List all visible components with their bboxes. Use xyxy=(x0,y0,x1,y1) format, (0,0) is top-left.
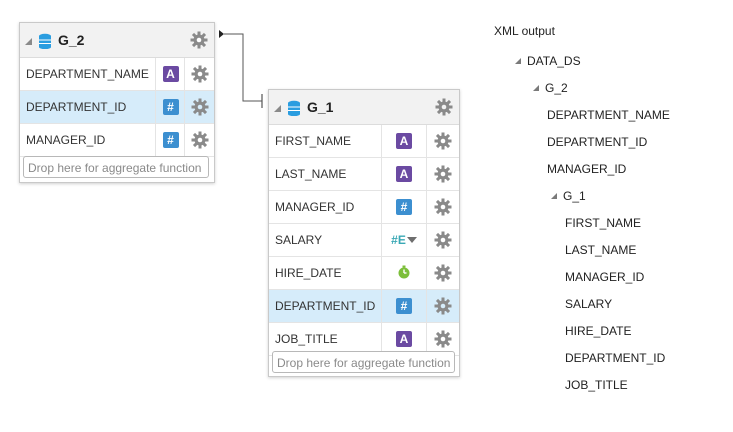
gear-icon[interactable] xyxy=(426,257,459,289)
type-cell[interactable]: # xyxy=(155,124,185,156)
column-row[interactable]: HIRE_DATE xyxy=(269,257,459,290)
tree-leaf: JOB_TITLE xyxy=(565,378,628,392)
database-icon xyxy=(38,33,52,52)
expand-icon[interactable] xyxy=(551,193,557,199)
gear-icon[interactable] xyxy=(426,191,459,223)
number-type-icon: # xyxy=(396,199,412,215)
tree-leaf: DEPARTMENT_ID xyxy=(565,351,666,365)
column-name: DEPARTMENT_ID xyxy=(275,299,376,313)
column-row[interactable]: SALARY #E xyxy=(269,224,459,257)
collapse-icon[interactable] xyxy=(274,105,281,112)
gear-icon[interactable] xyxy=(184,58,214,90)
column-row[interactable]: DEPARTMENT_ID # xyxy=(20,91,214,124)
gear-icon[interactable] xyxy=(426,125,459,157)
type-cell[interactable]: # xyxy=(381,191,426,223)
tree-leaf: DEPARTMENT_ID xyxy=(547,135,648,149)
type-cell[interactable]: # xyxy=(381,290,426,322)
date-type-icon xyxy=(396,264,412,283)
tree-leaf: HIRE_DATE xyxy=(565,324,632,338)
gear-icon[interactable] xyxy=(426,158,459,190)
tree-node-label: G_1 xyxy=(563,189,586,203)
type-cell[interactable]: A xyxy=(381,323,426,355)
column-name: FIRST_NAME xyxy=(275,134,352,148)
column-name: LAST_NAME xyxy=(275,167,347,181)
tree-leaf: FIRST_NAME xyxy=(565,216,642,230)
column-name: DEPARTMENT_NAME xyxy=(26,67,149,81)
expand-icon[interactable] xyxy=(515,58,521,64)
column-row[interactable]: DEPARTMENT_NAME A xyxy=(20,58,214,91)
gear-icon[interactable] xyxy=(184,124,214,156)
column-name: DEPARTMENT_ID xyxy=(26,100,127,114)
column-name: MANAGER_ID xyxy=(26,133,106,147)
gear-icon[interactable] xyxy=(426,290,459,322)
xml-output-title: XML output xyxy=(494,24,555,38)
tree-leaf: LAST_NAME xyxy=(565,243,637,257)
column-name: MANAGER_ID xyxy=(275,200,355,214)
column-row[interactable]: LAST_NAME A xyxy=(269,158,459,191)
aggregate-drop-zone[interactable]: Drop here for aggregate function xyxy=(23,156,209,178)
expand-icon[interactable] xyxy=(533,85,539,91)
type-cell[interactable]: A xyxy=(155,58,185,90)
text-type-icon: A xyxy=(396,133,412,149)
tree-node-group[interactable]: G_1 xyxy=(551,189,586,203)
database-icon xyxy=(287,100,301,119)
number-type-icon: # xyxy=(162,132,179,148)
type-cell[interactable] xyxy=(381,257,426,289)
column-row[interactable]: DEPARTMENT_ID # xyxy=(269,290,459,323)
column-name: JOB_TITLE xyxy=(275,332,338,346)
column-name: HIRE_DATE xyxy=(275,266,342,280)
gear-icon[interactable] xyxy=(435,98,453,119)
type-cell[interactable]: #E xyxy=(381,224,426,256)
group-header[interactable]: G_1 xyxy=(269,90,459,125)
chevron-down-icon xyxy=(406,237,417,243)
column-row[interactable]: MANAGER_ID # xyxy=(20,124,214,157)
tree-leaf: MANAGER_ID xyxy=(565,270,645,284)
number-type-icon: # xyxy=(396,298,412,314)
number-type-icon: # xyxy=(162,99,179,115)
number-format-dropdown-icon[interactable]: #E xyxy=(391,233,417,247)
text-type-icon: A xyxy=(396,166,412,182)
gear-icon[interactable] xyxy=(190,31,208,52)
column-name: SALARY xyxy=(275,233,323,247)
gear-icon[interactable] xyxy=(426,224,459,256)
group-name: G_1 xyxy=(307,99,334,115)
column-row[interactable]: FIRST_NAME A xyxy=(269,125,459,158)
tree-node-group[interactable]: G_2 xyxy=(533,81,568,95)
group-g2[interactable]: G_2 DEPARTMENT_NAME A DEPARTMENT_ID # MA… xyxy=(19,22,215,183)
group-g1[interactable]: G_1 FIRST_NAME A LAST_NAME A MANAGER_ID … xyxy=(268,89,460,377)
group-name: G_2 xyxy=(58,32,85,48)
tree-node-root[interactable]: DATA_DS xyxy=(515,54,581,68)
column-row[interactable]: MANAGER_ID # xyxy=(269,191,459,224)
gear-icon[interactable] xyxy=(426,323,459,355)
tree-leaf: SALARY xyxy=(565,297,613,311)
type-cell[interactable]: # xyxy=(155,91,185,123)
collapse-icon[interactable] xyxy=(25,38,32,45)
type-cell[interactable]: A xyxy=(381,158,426,190)
tree-leaf: MANAGER_ID xyxy=(547,162,627,176)
text-type-icon: A xyxy=(396,331,412,347)
group-header[interactable]: G_2 xyxy=(20,23,214,58)
tree-leaf: DEPARTMENT_NAME xyxy=(547,108,670,122)
tree-node-label: DATA_DS xyxy=(527,54,581,68)
type-cell[interactable]: A xyxy=(381,125,426,157)
aggregate-drop-zone[interactable]: Drop here for aggregate function xyxy=(272,351,455,373)
gear-icon[interactable] xyxy=(184,91,214,123)
tree-node-label: G_2 xyxy=(545,81,568,95)
number-format-label: #E xyxy=(391,233,406,247)
text-type-icon: A xyxy=(162,66,179,82)
